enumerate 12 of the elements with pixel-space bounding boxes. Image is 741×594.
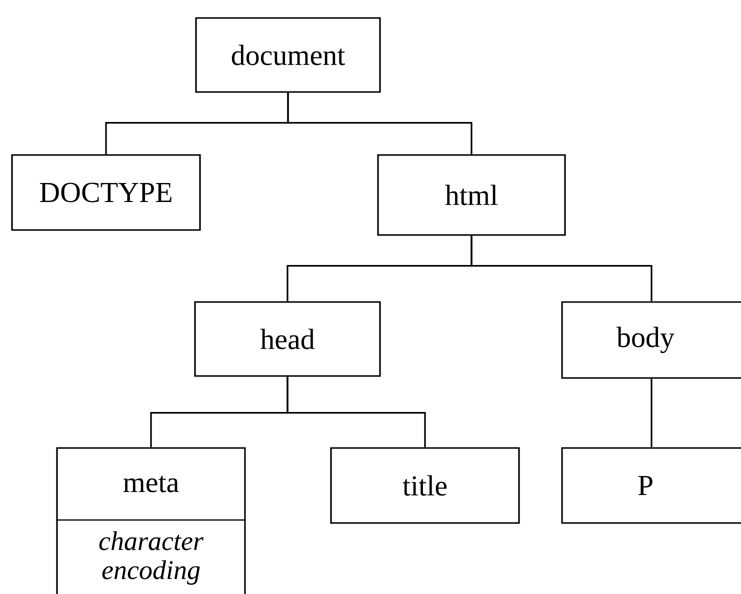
tree-connector: [287, 92, 472, 154]
tree-node-box: P: [561, 447, 741, 524]
tree-node-box: head: [194, 301, 381, 377]
tree-node-box: title: [330, 447, 520, 524]
tree-node-box: html: [377, 154, 566, 236]
tree-node-box: document: [195, 17, 381, 93]
tree-node-box: DOCTYPE: [11, 154, 201, 231]
tree-connector: [650, 378, 652, 448]
tree-connector: [286, 376, 426, 448]
tree-node-box: meta character encoding: [56, 447, 246, 594]
tree-node-box: body: [561, 301, 741, 379]
tree-connector: [470, 236, 652, 302]
